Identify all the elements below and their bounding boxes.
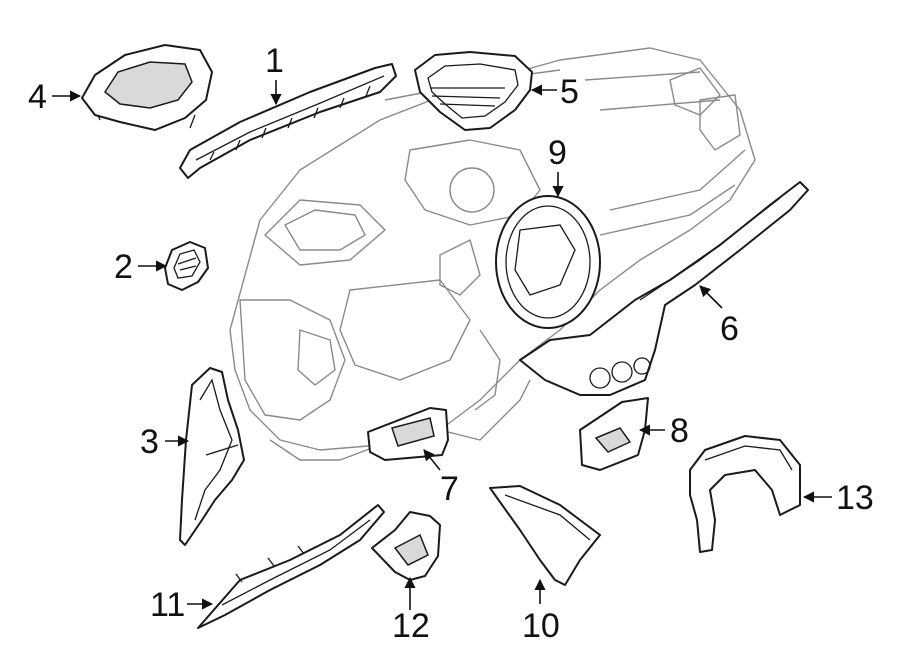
callout-2: 2 bbox=[114, 248, 133, 286]
part-4-gauge-hood bbox=[81, 44, 213, 131]
callout-6: 6 bbox=[720, 310, 739, 348]
leader-6 bbox=[699, 285, 723, 309]
part-1-defroster-grille bbox=[179, 63, 397, 179]
part-11-lower-panel bbox=[197, 504, 385, 629]
leader-lines bbox=[52, 80, 832, 610]
callout-13: 13 bbox=[836, 479, 874, 517]
part-8-control-bezel bbox=[579, 397, 649, 471]
callout-11: 11 bbox=[150, 586, 185, 624]
callout-numbers: 1 2 3 4 5 6 7 8 9 10 11 12 13 bbox=[28, 42, 874, 645]
part-6-trim-panel bbox=[519, 181, 809, 396]
part-12-bracket bbox=[371, 511, 441, 581]
leader-7 bbox=[423, 449, 441, 471]
callout-9: 9 bbox=[548, 134, 567, 172]
part-5-speaker-grille bbox=[414, 51, 533, 131]
callout-5: 5 bbox=[560, 73, 579, 111]
callout-7: 7 bbox=[440, 470, 459, 508]
part-9-trim-ring bbox=[495, 195, 601, 329]
part-7-switch-bezel bbox=[367, 407, 449, 461]
callout-10: 10 bbox=[522, 607, 560, 645]
part-13-support-frame bbox=[689, 435, 801, 553]
part-3-end-panel bbox=[179, 367, 245, 546]
callout-12: 12 bbox=[392, 607, 430, 645]
part-2-vent-bezel bbox=[164, 241, 209, 291]
callout-4: 4 bbox=[28, 78, 47, 116]
instrument-panel-outline bbox=[229, 47, 756, 461]
part-10-side-trim bbox=[489, 485, 601, 586]
callout-3: 3 bbox=[140, 423, 159, 461]
callout-1: 1 bbox=[265, 42, 284, 80]
callout-8: 8 bbox=[670, 412, 689, 450]
